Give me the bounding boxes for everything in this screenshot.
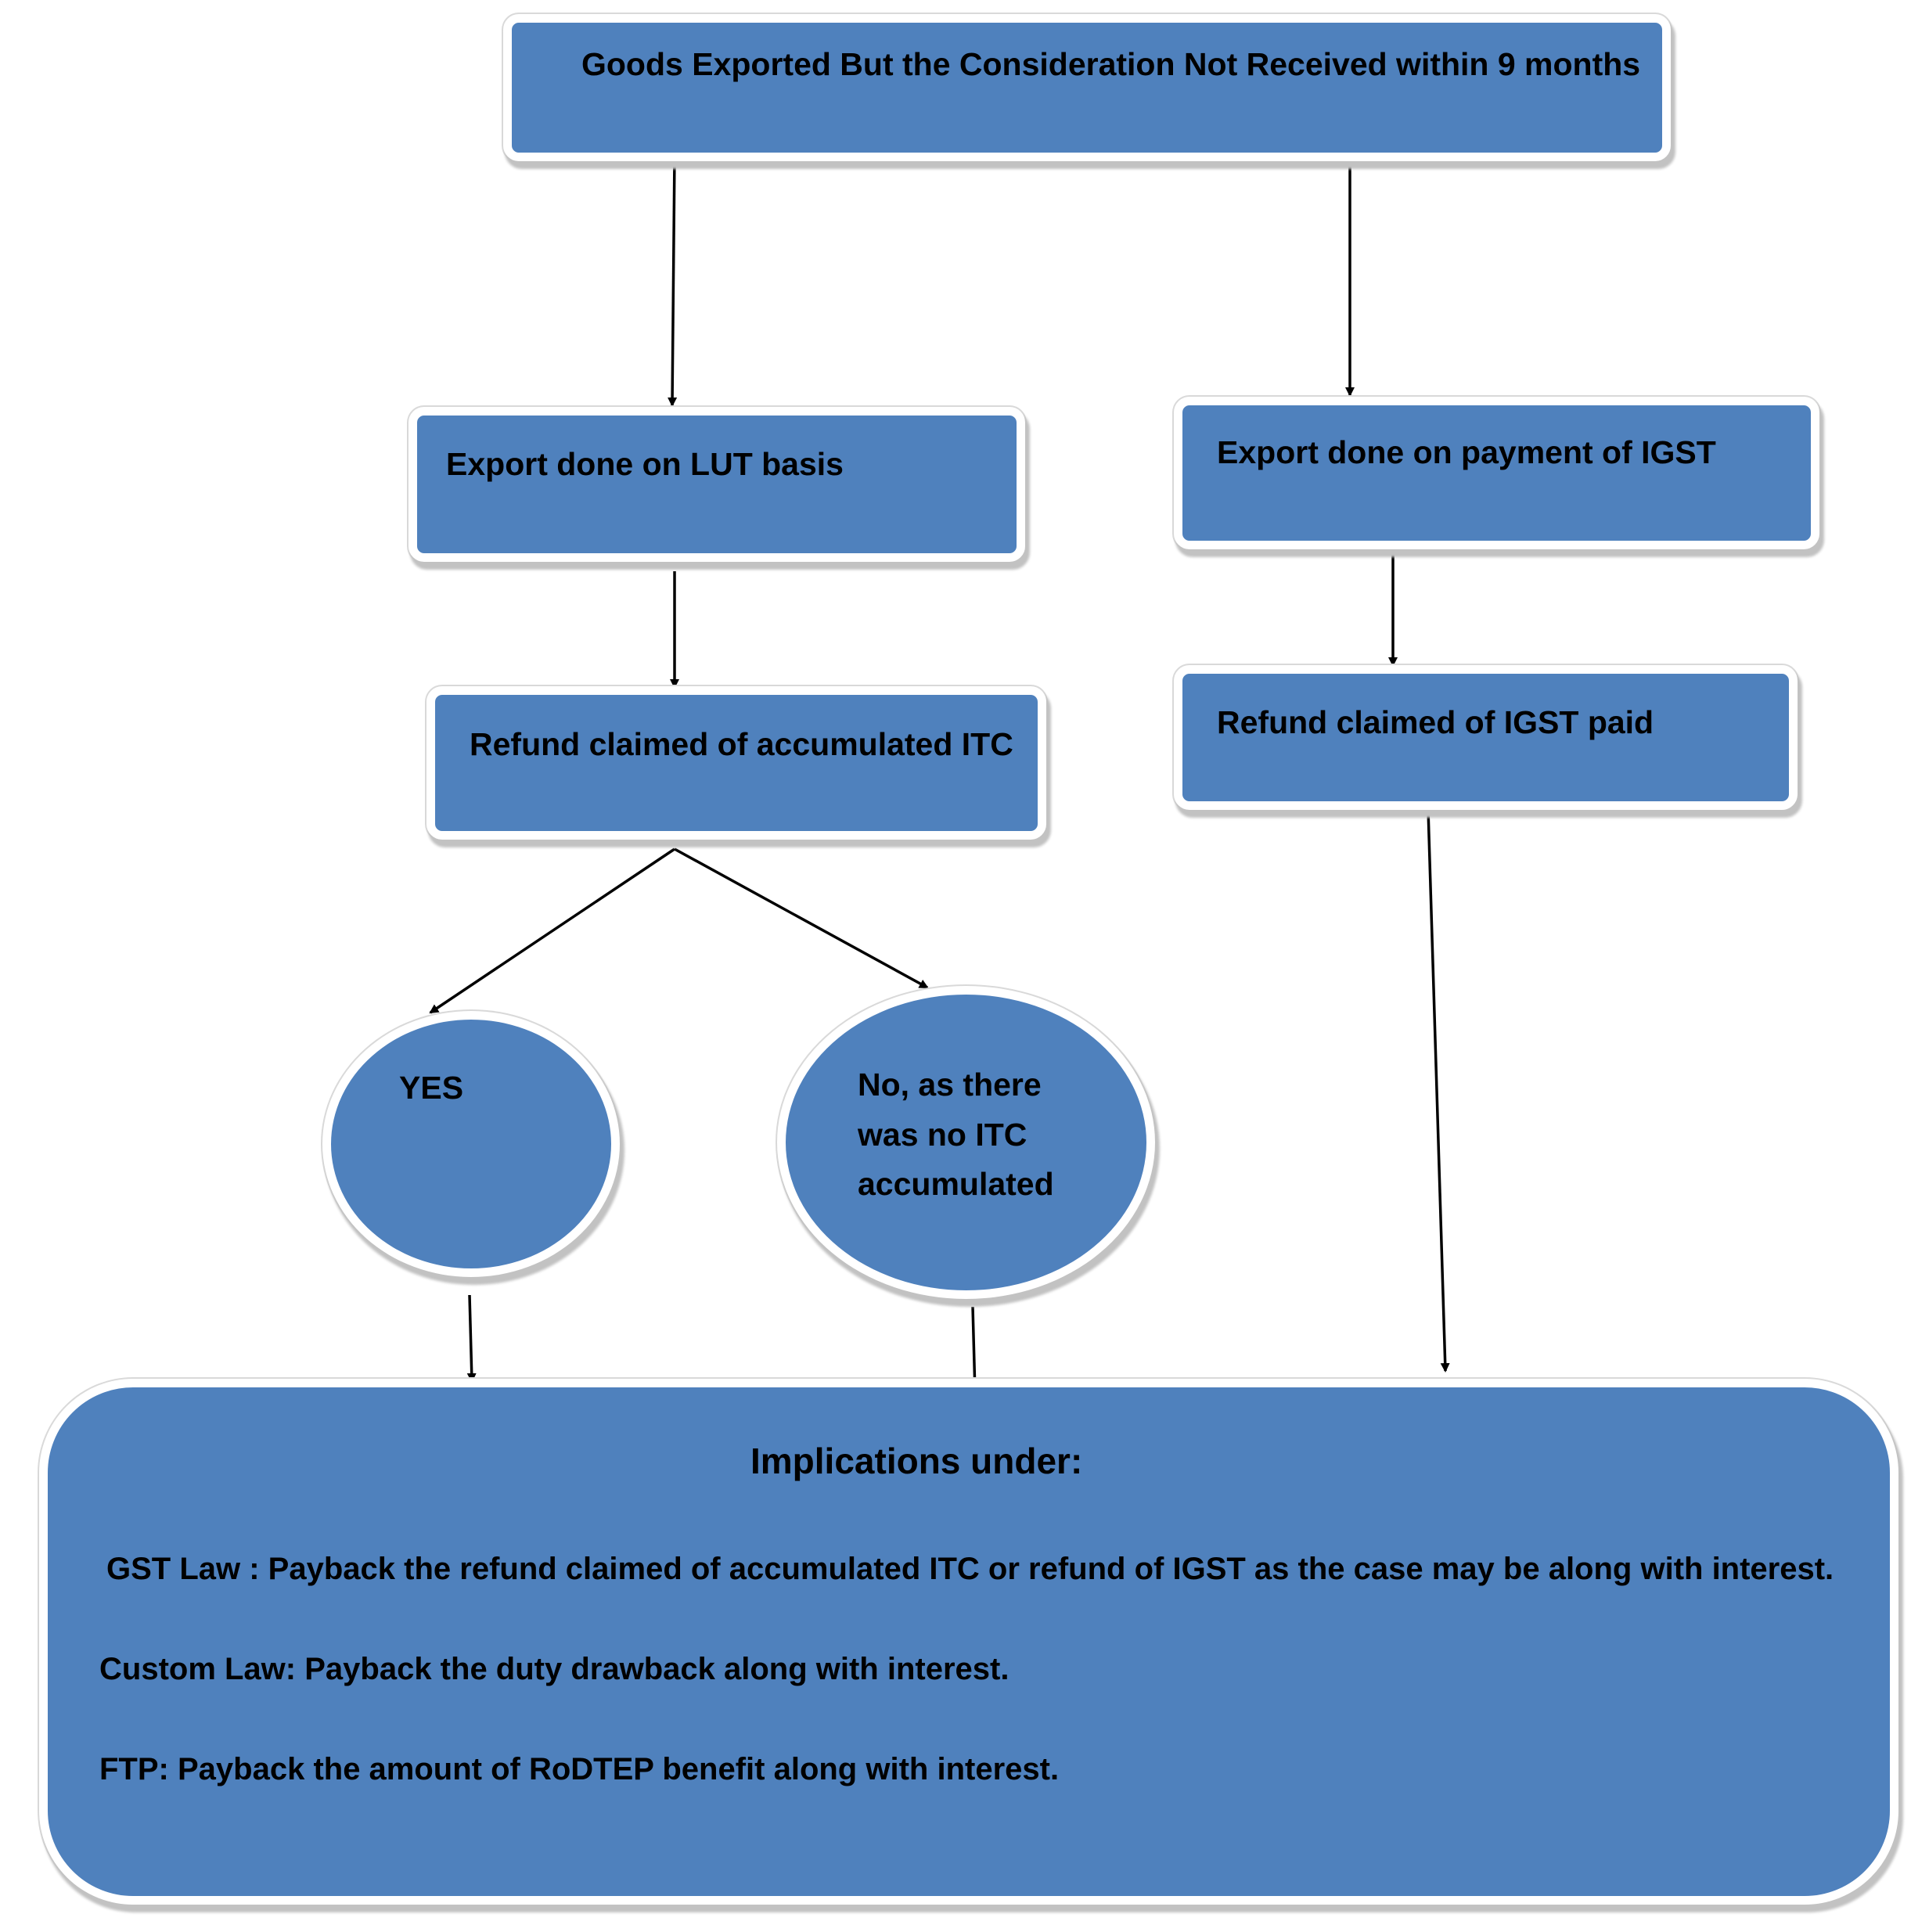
node-refund-igst-label: Refund claimed of IGST paid — [1217, 704, 1654, 740]
arrow-refund-itc-to-yes — [429, 847, 675, 1014]
node-lut-label: Export done on LUT basis — [446, 446, 844, 482]
node-yes: YES — [322, 1011, 620, 1277]
node-refund-igst: Refund claimed of IGST paid — [1174, 665, 1798, 810]
arrow-refund-itc-to-no — [674, 847, 929, 989]
arrow-yes-to-implications — [466, 1294, 477, 1383]
arrow-refund-igst-to-implications — [1427, 809, 1450, 1373]
node-refund-itc-label: Refund claimed of accumulated ITC — [470, 726, 1013, 762]
implications-custom-law: Custom Law: Payback the duty drawback al… — [99, 1652, 1009, 1686]
node-top-label: Goods Exported But the Consideration Not… — [581, 46, 1641, 82]
node-implications: Implications under: GST Law : Payback th… — [39, 1379, 1898, 1905]
implications-ftp: FTP: Payback the amount of RoDTEP benefi… — [99, 1752, 1060, 1786]
node-igst-payment: Export done on payment of IGST — [1174, 397, 1819, 549]
node-refund-itc: Refund claimed of accumulated ITC — [426, 686, 1046, 840]
node-igst-payment-label: Export done on payment of IGST — [1217, 434, 1716, 470]
arrow-no-to-implications — [970, 1306, 980, 1394]
node-no-label: No, as there was no ITC accumulated — [858, 1067, 1054, 1203]
node-lut: Export done on LUT basis — [408, 407, 1025, 562]
arrow-top-to-lut — [668, 154, 678, 407]
node-yes-label: YES — [399, 1070, 464, 1106]
node-no: No, as there was no ITC accumulated — [777, 986, 1155, 1299]
node-top: Goods Exported But the Consideration Not… — [503, 14, 1671, 161]
implications-gst-law: GST Law : Payback the refund claimed of … — [106, 1552, 1834, 1586]
implications-title: Implications under: — [750, 1441, 1083, 1481]
